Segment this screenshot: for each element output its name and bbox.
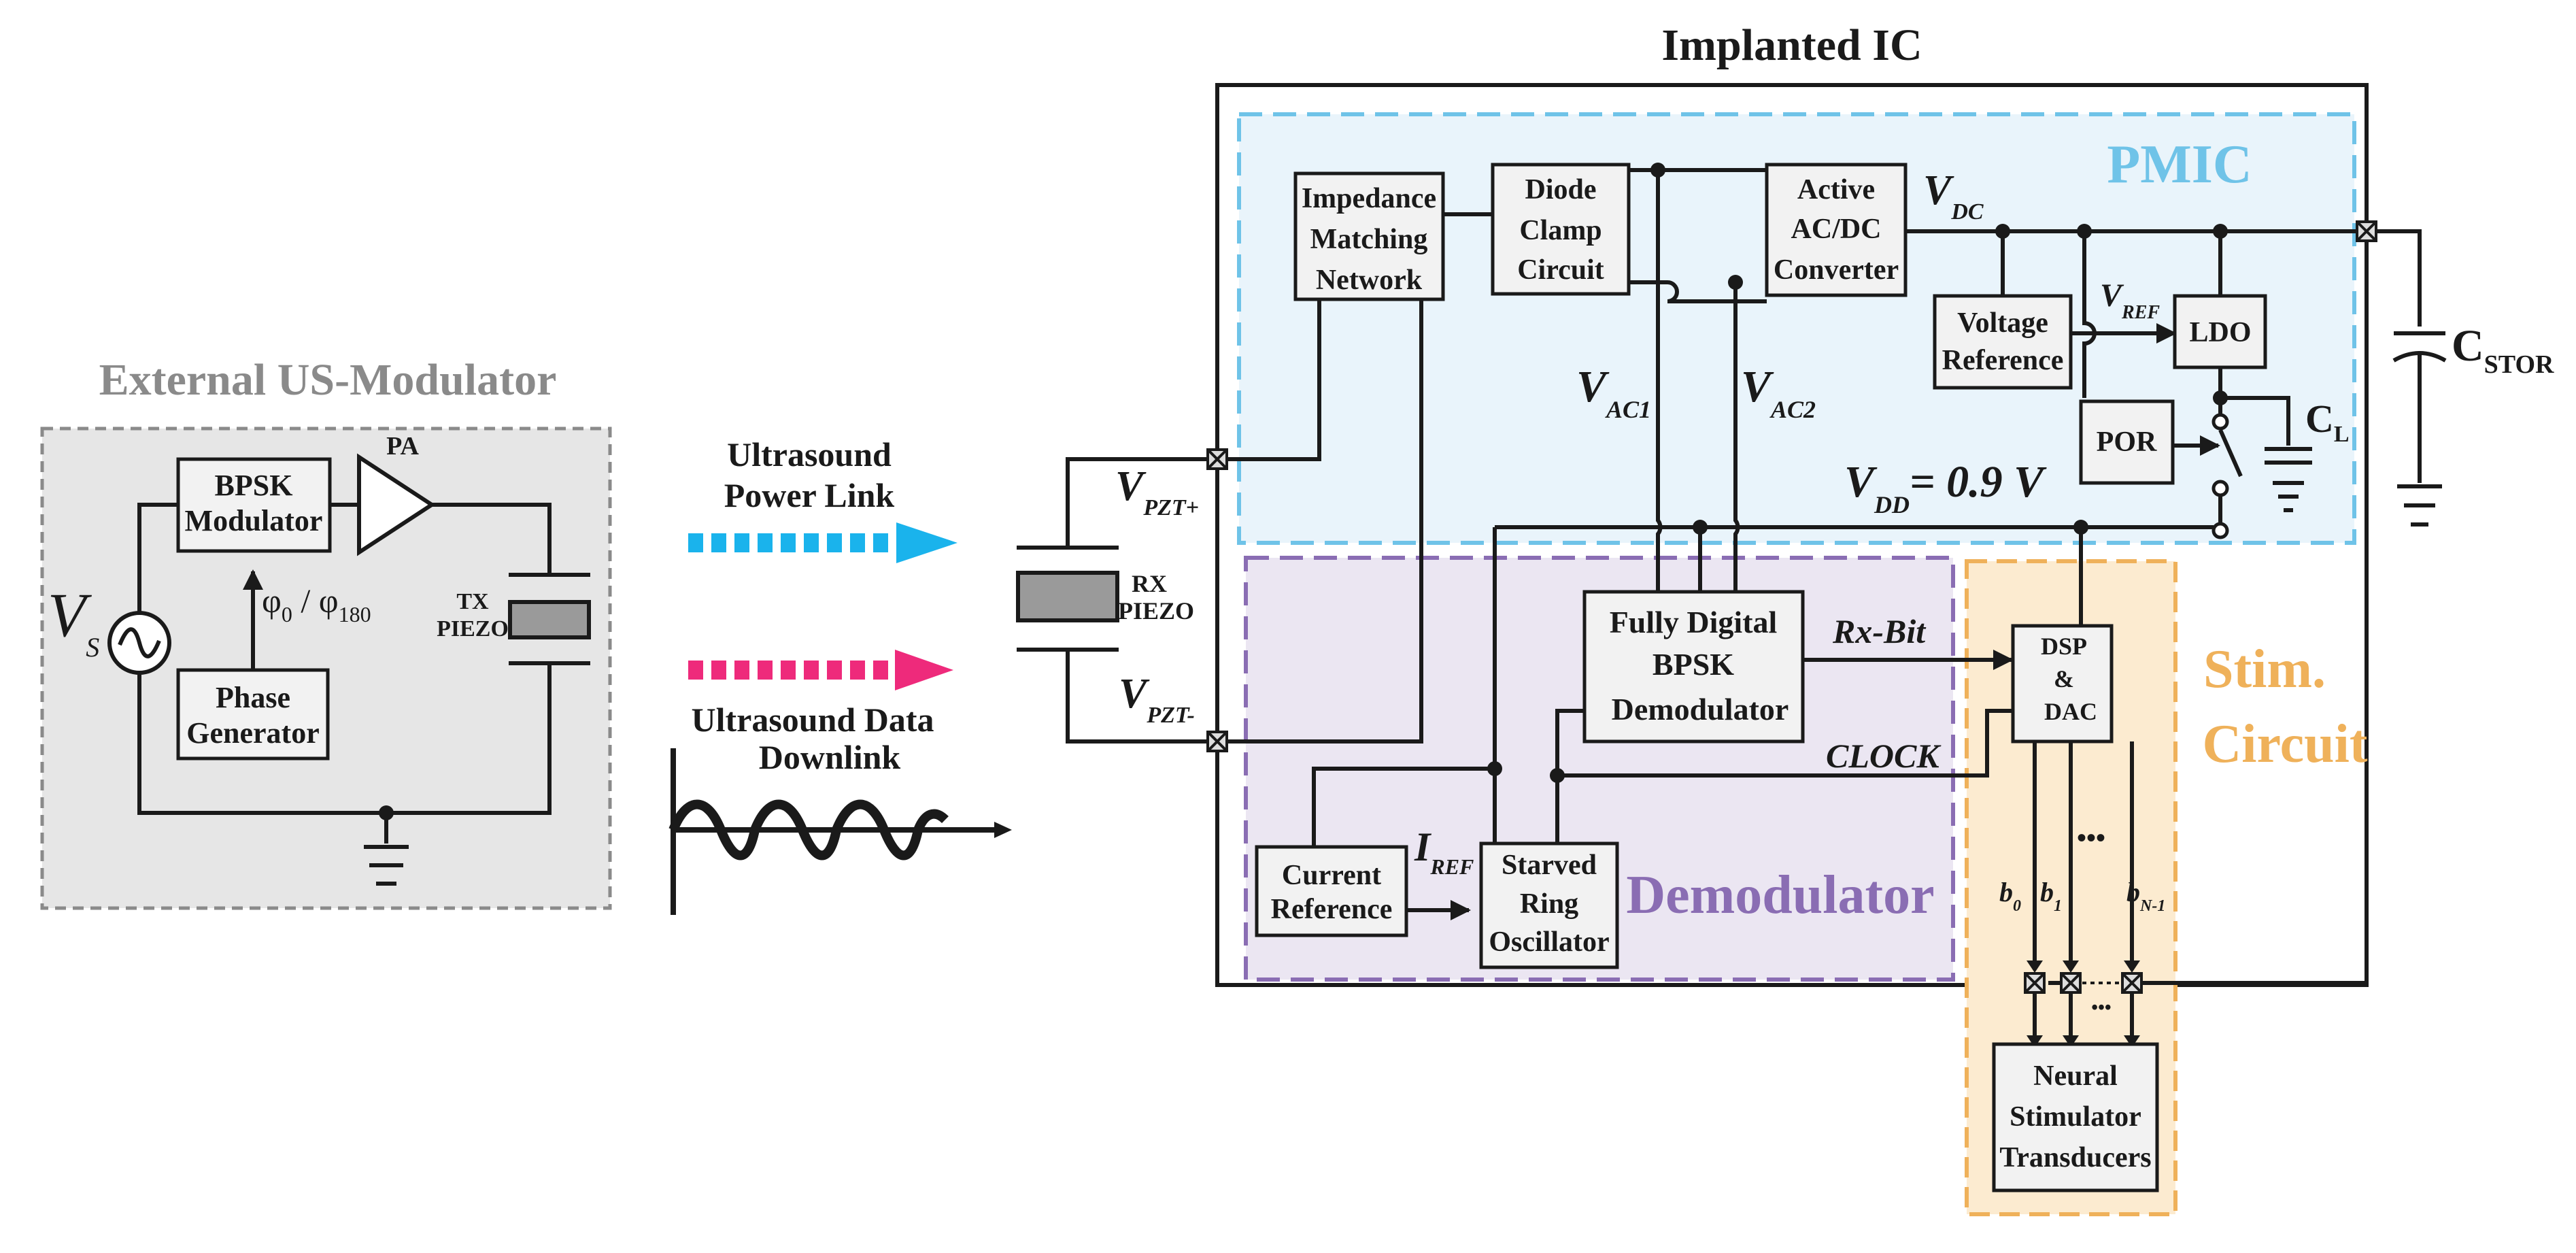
pad-vpzt-plus-icon: [1206, 448, 1228, 470]
clamp-line1: Diode: [1525, 174, 1597, 205]
current-reference-box: [1255, 845, 1408, 937]
phi-label: φ0 / φ180: [262, 582, 371, 626]
dsp-line3: DAC: [2044, 698, 2097, 725]
demod-line3: Demodulator: [1612, 692, 1789, 726]
vs-label: VS: [48, 580, 99, 663]
vdd-label: VDD= 0.9 V: [1844, 457, 2047, 518]
impedance-matching-box: [1293, 171, 1445, 301]
stim-label-line2: Circuit: [2203, 714, 2368, 774]
tx-piezo-icon: [508, 600, 591, 639]
bits-ellipsis: •••: [2077, 822, 2105, 853]
vpzt-minus-label: VPZT-: [1119, 671, 1195, 728]
acdc-line3: Converter: [1774, 254, 1899, 286]
power-link-line1: Ultrasound: [727, 435, 892, 473]
phase-gen-line1: Phase: [216, 681, 290, 714]
imn-line1: Impedance: [1302, 183, 1436, 214]
demod-wiring: [1312, 650, 2029, 920]
external-modulator: VS BPSK Modulator PA Phase Generator φ0 …: [48, 432, 591, 886]
bpsk-mod-line2: Modulator: [185, 504, 323, 537]
rx-piezo-icon: [1016, 571, 1119, 622]
stim-label-line1: Stim.: [2203, 639, 2326, 699]
phase-generator-box: [176, 668, 330, 761]
demod-line1: Fully Digital: [1610, 605, 1778, 639]
ring-oscillator-box: [1479, 841, 1619, 969]
ring-line2: Ring: [1520, 888, 1578, 920]
clamp-line2: Clamp: [1519, 215, 1601, 246]
dsp-line2: &: [2054, 665, 2074, 692]
bpsk-demodulator-box: [1582, 590, 1805, 744]
acdc-converter-box: [1765, 163, 1908, 297]
data-link-line2: Downlink: [759, 738, 901, 776]
vref-label: VREF: [2100, 278, 2160, 323]
acdc-line1: Active: [1797, 174, 1875, 205]
imn-line2: Matching: [1310, 224, 1428, 255]
imn-line3: Network: [1316, 265, 1423, 296]
pad-bn-icon: [2121, 972, 2143, 994]
bpsk-modulator-box: [176, 457, 332, 553]
vpzt-plus-label: VPZT+: [1115, 463, 1199, 520]
pad-b1-icon: [2060, 972, 2082, 994]
pmic-label: PMIC: [2107, 135, 2252, 195]
clamp-line3: Circuit: [1517, 254, 1604, 286]
power-link: Ultrasound Power Link: [688, 435, 957, 563]
pa-label: PA: [386, 432, 419, 461]
phase-gen-line2: Generator: [186, 716, 319, 750]
vac2-label: VAC2: [1741, 362, 1816, 423]
data-link-line1: Ultrasound Data: [692, 701, 934, 739]
voltage-reference-box: [1933, 294, 2073, 390]
implanted-ic-border: [1215, 83, 2369, 987]
neural-line2: Stimulator: [2010, 1101, 2141, 1133]
pad-vpzt-minus-icon: [1206, 731, 1228, 752]
cref-line1: Current: [1282, 860, 1381, 891]
ring-line3: Oscillator: [1489, 926, 1609, 958]
rx-piezo-line2: PIEZO: [1118, 597, 1194, 624]
ldo-box: [2173, 294, 2267, 369]
neural-line3: Transducers: [1999, 1142, 2151, 1173]
implanted-ic-title: Implanted IC: [1661, 20, 1922, 70]
tx-piezo-line1: TX: [456, 589, 489, 614]
external-title: External US-Modulator: [99, 355, 557, 405]
demod-label: Demodulator: [1626, 865, 1934, 925]
pad-b0-icon: [2024, 972, 2046, 994]
bpsk-mod-line1: BPSK: [215, 469, 293, 502]
ring-line1: Starved: [1502, 850, 1597, 881]
pad-vdc-icon: [2356, 220, 2377, 242]
neural-line1: Neural: [2033, 1060, 2118, 1092]
neural-stimulator-box: [1992, 1042, 2159, 1192]
vdc-label: VDC: [1923, 167, 1984, 224]
clock-label: CLOCK: [1826, 737, 1942, 775]
iref-label: IREF: [1414, 824, 1474, 879]
por-box: [2079, 399, 2175, 485]
rxbit-label: Rx-Bit: [1832, 612, 1927, 650]
tx-piezo-line2: PIEZO: [437, 616, 509, 641]
ldo-label: LDO: [2189, 317, 2251, 348]
rx-piezo-line1: RX: [1132, 570, 1167, 597]
bits-ellipsis-small: •••: [2091, 997, 2111, 1018]
diode-clamp-box: [1491, 163, 1631, 296]
acdc-line2: AC/DC: [1791, 214, 1882, 245]
vref-line2: Reference: [1942, 345, 2064, 376]
vac1-label: VAC1: [1576, 362, 1651, 423]
pmic-wiring: [1206, 163, 2447, 854]
b1-label: b1: [2040, 877, 2062, 915]
vref-line1: Voltage: [1957, 307, 2048, 339]
bn-label: bN-1: [2126, 877, 2165, 915]
rx-piezo: RX PIEZO VPZT+ VPZT-: [1016, 457, 1217, 744]
b0-label: b0: [1999, 877, 2021, 915]
cl-label: CL: [2305, 397, 2350, 447]
cref-line2: Reference: [1271, 894, 1393, 925]
dsp-dac-box: [2011, 624, 2114, 744]
power-link-line2: Power Link: [724, 476, 895, 514]
demod-line2: BPSK: [1653, 647, 1734, 682]
cstor-label: CSTOR: [2452, 321, 2554, 379]
stim-wiring: [2024, 741, 2367, 1048]
dsp-line1: DSP: [2041, 633, 2087, 660]
por-label: POR: [2097, 427, 2157, 458]
data-link: Ultrasound Data Downlink: [668, 650, 1012, 915]
pa-amplifier-icon: [357, 453, 436, 556]
